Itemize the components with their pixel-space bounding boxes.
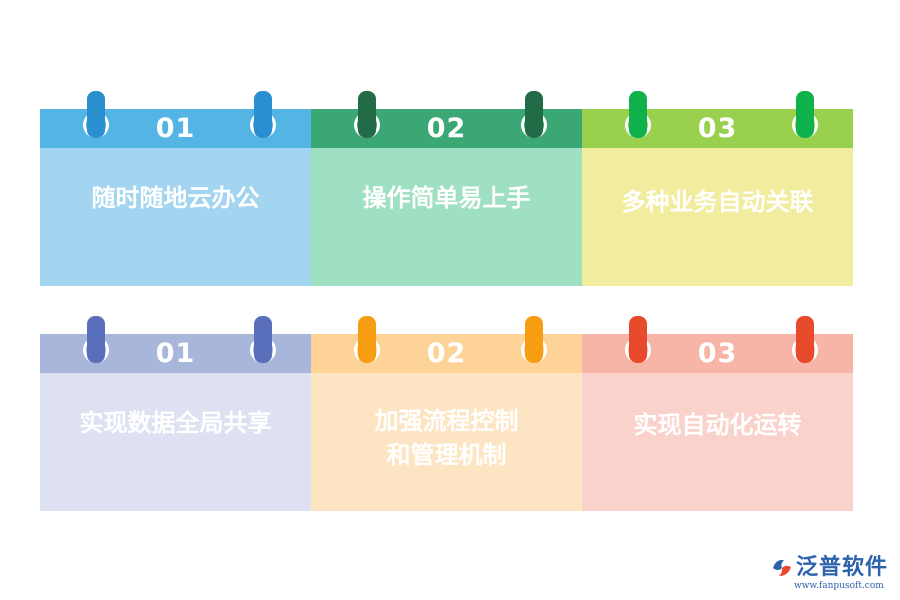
brand-logo: 泛普软件 www.fanpusoft.com (770, 554, 894, 594)
binder-pin-icon (358, 316, 376, 363)
card-text: 随时随地云办公 (91, 184, 260, 212)
card-body (582, 373, 853, 511)
brand-logo-icon (773, 559, 791, 576)
binder-pin-icon (525, 316, 543, 363)
brand-url: www.fanpusoft.com (794, 581, 884, 591)
binder-pin-icon (629, 91, 647, 138)
binder-pin-icon (629, 316, 647, 363)
card-body (311, 148, 582, 286)
feature-card-3: 03 多种业务自动关联 (582, 91, 853, 286)
card-text: 操作简单易上手 (362, 184, 531, 212)
card-body (40, 373, 311, 511)
card-number: 02 (426, 338, 467, 369)
card-number: 03 (697, 113, 738, 144)
card-body (582, 148, 853, 286)
binder-pin-icon (796, 316, 814, 363)
feature-card-4: 01 实现数据全局共享 (40, 316, 311, 511)
feature-card-6: 03 实现自动化运转 (582, 316, 853, 511)
card-number: 01 (155, 338, 196, 369)
binder-pin-icon (525, 91, 543, 138)
binder-pin-icon (358, 91, 376, 138)
binder-pin-icon (87, 316, 105, 363)
card-text: 实现自动化运转 (633, 411, 802, 439)
card-text: 实现数据全局共享 (79, 409, 272, 437)
binder-pin-icon (87, 91, 105, 138)
binder-pin-icon (254, 91, 272, 138)
binder-pin-icon (796, 91, 814, 138)
feature-card-5: 02 加强流程控制 和管理机制 (311, 316, 582, 511)
card-text: 加强流程控制 和管理机制 (374, 407, 519, 469)
card-text: 多种业务自动关联 (621, 188, 814, 216)
card-body (40, 148, 311, 286)
card-number: 01 (155, 113, 196, 144)
feature-card-1: 01 随时随地云办公 (40, 91, 311, 286)
feature-card-2: 02 操作简单易上手 (311, 91, 582, 286)
binder-pin-icon (254, 316, 272, 363)
card-number: 02 (426, 113, 467, 144)
brand-name: 泛普软件 (796, 555, 889, 580)
card-body (311, 373, 582, 511)
card-number: 03 (697, 338, 738, 369)
